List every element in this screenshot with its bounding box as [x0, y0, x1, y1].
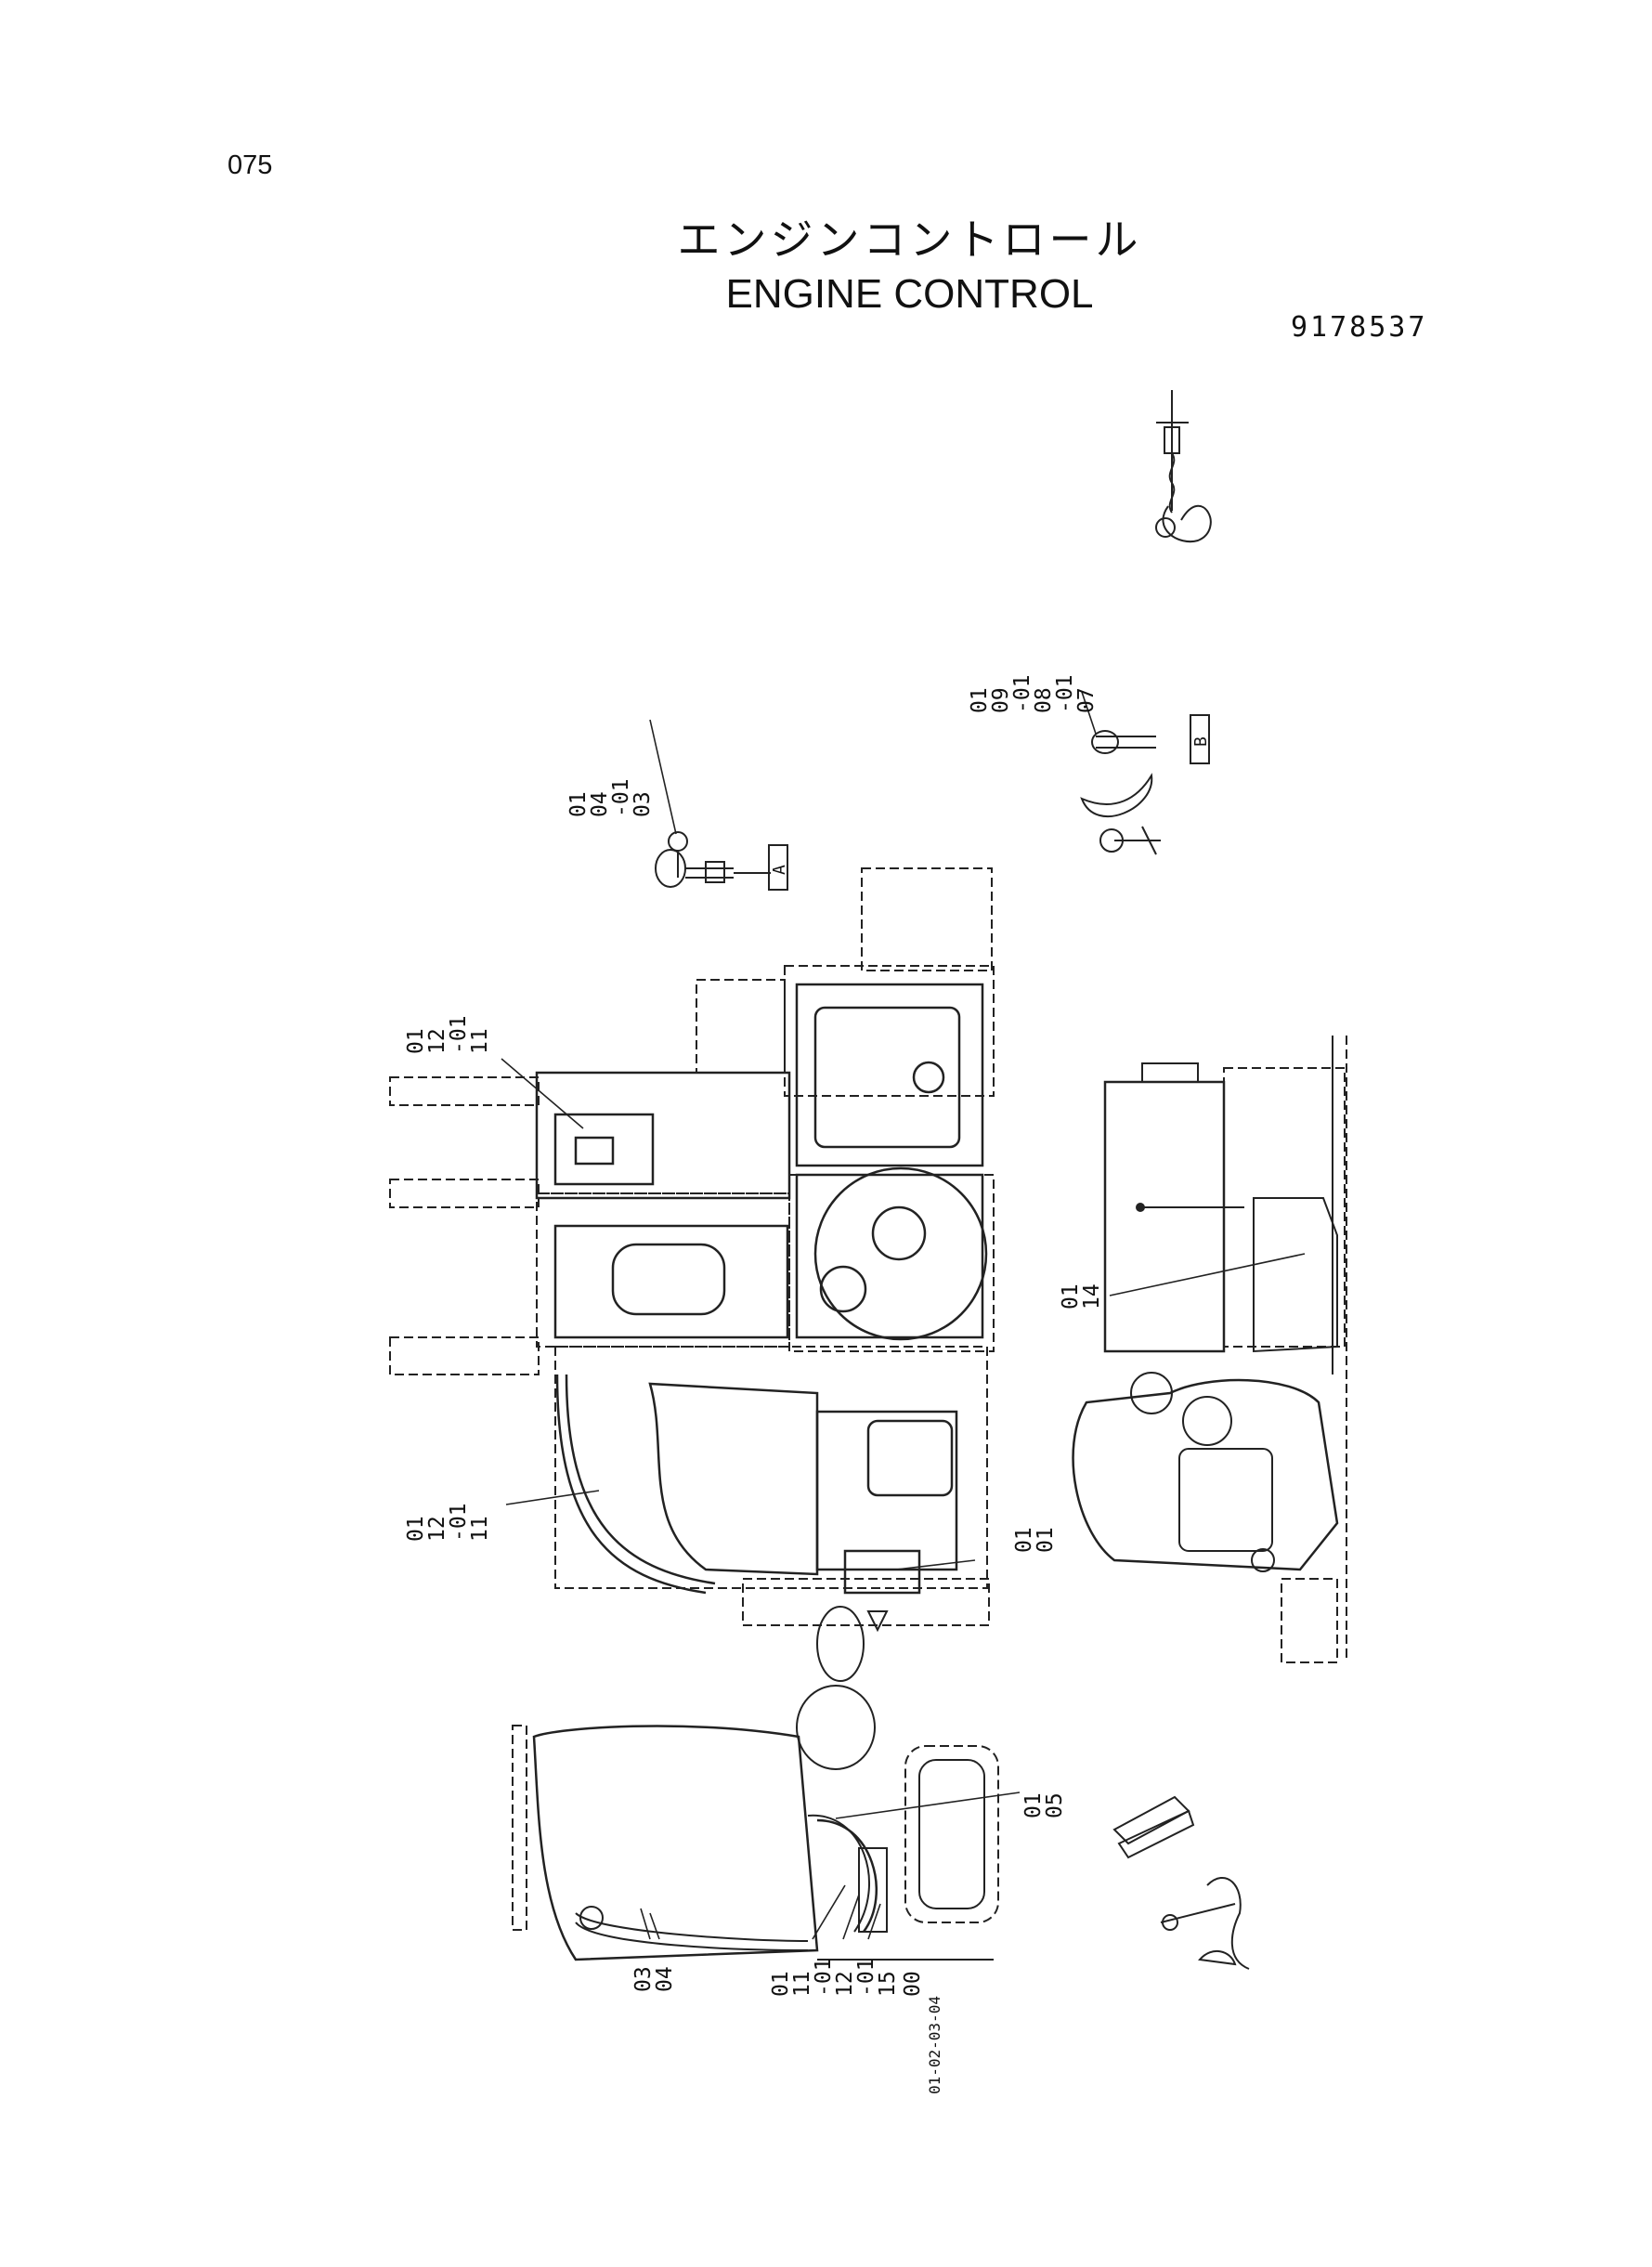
- callout-left-lower-3: -01: [447, 1503, 471, 1542]
- callout-bottom-group-3: -01: [812, 1958, 836, 1997]
- callout-left-lower-1: 01: [404, 1516, 428, 1542]
- lever-detail-b: [1080, 730, 1161, 855]
- callout-top-left-4: 03: [631, 791, 655, 817]
- callout-top-right-6: 07: [1074, 687, 1099, 713]
- callout-left-upper-2: 12: [425, 1028, 449, 1054]
- callout-bottom-small: 01-02-03-04: [926, 1996, 943, 2094]
- cable-end-detail-a: [655, 831, 771, 888]
- callout-bottom-mid-1: 01: [1021, 1792, 1046, 1818]
- throttle-cable: [555, 1374, 707, 1595]
- callout-bottom-group-5: -01: [854, 1958, 878, 1997]
- callout-top-right-4: 08: [1032, 687, 1056, 713]
- callout-left-upper-1: 01: [404, 1028, 428, 1054]
- page-number: 075: [228, 150, 273, 180]
- callout-bottom-group-1: 01: [769, 1971, 793, 1997]
- callout-right-side-1: 01: [1059, 1283, 1083, 1309]
- title-english: ENGINE CONTROL: [725, 271, 1094, 317]
- callout-top-right-5: -01: [1053, 674, 1077, 713]
- callout-left-upper-4: 11: [468, 1028, 492, 1054]
- lower-throttle-cable: [816, 1818, 878, 1933]
- callout-bottom-mid-2: 05: [1043, 1792, 1067, 1818]
- lower-engine-view: [512, 1606, 999, 1961]
- engine-block: [648, 1382, 819, 1576]
- callout-top-right-3: -01: [1010, 674, 1034, 713]
- callout-left-lower-4: 11: [468, 1516, 492, 1542]
- access-plate: [553, 1113, 655, 1186]
- swing-gear-housing: [795, 1173, 984, 1339]
- callout-bottom-group-6: 15: [876, 1971, 900, 1997]
- drawing-number: 9178537: [1291, 311, 1428, 344]
- view-tag-a: A: [770, 865, 789, 875]
- callout-middle-bottom-2: 01: [1034, 1527, 1058, 1553]
- loose-parts-bottom-right: [1112, 1795, 1250, 1970]
- callout-top-right-2: 09: [989, 687, 1013, 713]
- callout-left-upper-3: -01: [447, 1015, 471, 1054]
- fuel-tank-cover: [795, 983, 984, 1167]
- upper-machine-frame: [389, 867, 995, 1626]
- callout-top-left-3: -01: [609, 778, 633, 817]
- callout-bottom-left-1: 03: [631, 1966, 656, 1992]
- callout-top-right-1: 01: [968, 687, 992, 713]
- cable-detail-top: [1155, 390, 1212, 543]
- side-view-machine: [1072, 1036, 1347, 1663]
- callout-top-left-1: 01: [566, 791, 591, 817]
- callout-bottom-left-2: 04: [653, 1966, 677, 1992]
- callout-top-left-2: 04: [588, 791, 612, 817]
- view-tag-a-box: [768, 844, 788, 891]
- callout-bottom-small-head: 00: [901, 1971, 925, 1997]
- title-japanese: エンジンコントロール: [677, 215, 1142, 265]
- view-tag-b-box: [1190, 714, 1210, 764]
- callout-bottom-group-2: 11: [790, 1971, 814, 1997]
- battery-box: [535, 1071, 791, 1200]
- callout-left-lower-2: 12: [425, 1516, 449, 1542]
- marker-triangle: [866, 1610, 889, 1633]
- callout-bottom-group-4: 12: [833, 1971, 857, 1997]
- view-tag-b: B: [1191, 736, 1211, 747]
- callout-right-side-2: 14: [1080, 1283, 1104, 1309]
- callout-middle-bottom-1: 01: [1012, 1527, 1036, 1553]
- leader-lines: [501, 691, 1306, 1940]
